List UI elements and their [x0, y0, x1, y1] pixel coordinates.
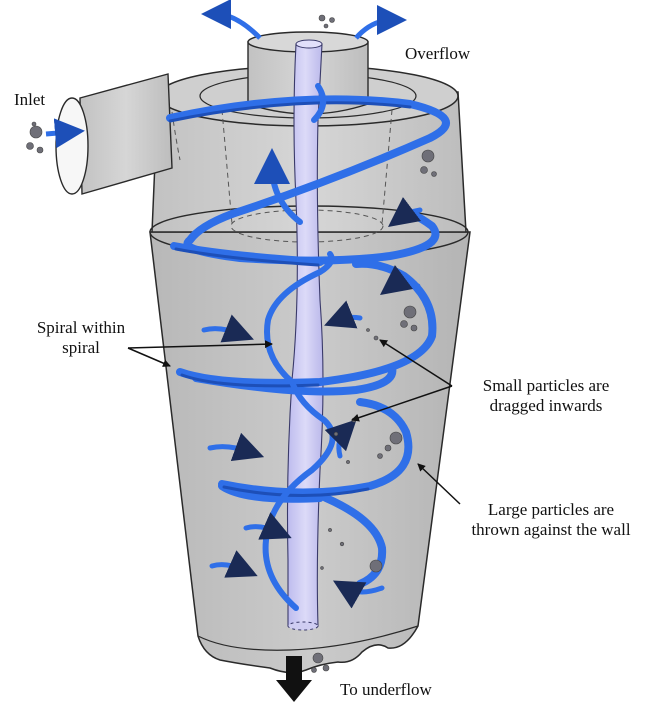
label-inlet: Inlet	[14, 90, 45, 110]
label-spiral-within-spiral: Spiral within spiral	[26, 318, 136, 358]
air-core-top	[296, 40, 322, 48]
inlet-flow-arrow	[46, 132, 70, 134]
inlet-opening	[56, 98, 88, 194]
label-underflow: To underflow	[340, 680, 432, 700]
overflow-arrow-right	[356, 20, 392, 38]
label-small-particles: Small particles are dragged inwards	[456, 376, 636, 416]
label-large-particles: Large particles are thrown against the w…	[456, 500, 646, 540]
air-core-bottom	[288, 622, 318, 630]
overflow-arrow-left	[216, 14, 260, 38]
label-overflow: Overflow	[405, 44, 470, 64]
